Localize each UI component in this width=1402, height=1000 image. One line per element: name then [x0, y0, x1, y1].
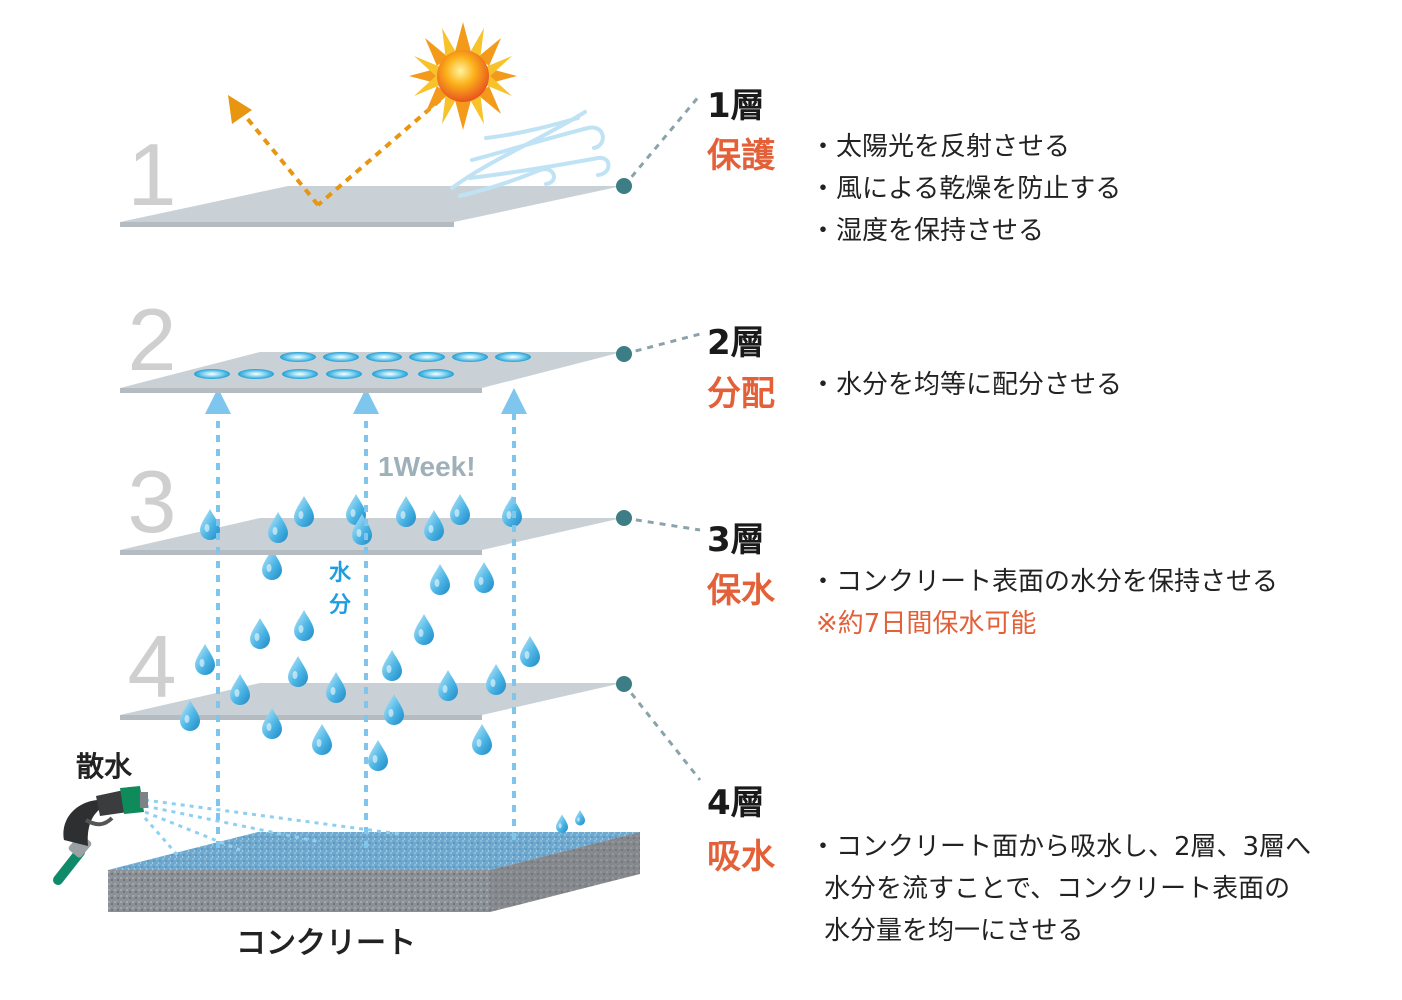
hose-nozzle-icon — [53, 786, 148, 885]
week-label: 1Week! — [378, 451, 476, 482]
spray-lines — [143, 798, 401, 859]
moisture-label: 分 — [329, 593, 351, 618]
splash-icon — [556, 810, 585, 833]
arrow-head-icon — [205, 388, 527, 414]
bullet-item: 水分を流すことで、コンクリート表面の — [824, 874, 1291, 904]
moisture-flow-arrows — [216, 410, 516, 848]
leader-dot — [616, 178, 632, 692]
moisture-label: 水 — [329, 561, 352, 586]
bullet-item: ・コンクリート表面の水分を保持させる — [810, 567, 1279, 597]
layer-3-title: 3層 — [707, 520, 765, 560]
leader-lines — [622, 94, 702, 781]
concrete-label: コンクリート — [236, 926, 416, 961]
layer-numeral: 2 — [128, 290, 177, 389]
layer-3-bullets: ・コンクリート表面の水分を保持させる ※約7日間保水可能 — [810, 561, 1278, 645]
layer-2-role: 分配 — [707, 374, 775, 414]
layer-2-plate — [120, 352, 622, 388]
layer-1-bullets: ・太陽光を反射させる ・風による乾燥を防止する ・湿度を保持させる — [810, 126, 1121, 252]
layer-4-bullets: ・コンクリート面から吸水し、2層、3層へ 水分を流すことで、コンクリート表面の … — [810, 826, 1311, 952]
bullet-item: ・風による乾燥を防止する — [810, 174, 1122, 204]
arrow-head-icon — [228, 95, 252, 124]
distribution-holes — [194, 352, 531, 379]
layer-4-role: 吸水 — [707, 837, 775, 877]
layer-2-title: 2層 — [707, 323, 765, 363]
layer-numeral: 4 — [128, 617, 177, 716]
spray-label: 散水 — [76, 750, 133, 783]
bullet-item: ・コンクリート面から吸水し、2層、3層へ — [810, 832, 1312, 862]
bullet-note: ※約7日間保水可能 — [816, 609, 1037, 639]
layer-1-title: 1層 — [707, 86, 765, 126]
layer-numeral: 3 — [128, 452, 177, 551]
sunlight-reflection-arrow — [240, 98, 442, 207]
water-drop-icon — [250, 549, 494, 649]
layer-2-bullets: ・水分を均等に配分させる — [810, 364, 1122, 406]
layer-3-role: 保水 — [707, 571, 775, 611]
bullet-item: 水分量を均一にさせる — [824, 916, 1084, 946]
sun-icon — [409, 22, 517, 130]
bullet-item: ・湿度を保持させる — [810, 216, 1045, 246]
layer-numeral: 1 — [128, 125, 177, 224]
wind-icon — [450, 110, 611, 198]
layer-4-title: 4層 — [707, 783, 765, 823]
bullet-item: ・水分を均等に配分させる — [810, 370, 1123, 400]
layer-1-role: 保護 — [707, 136, 775, 176]
layer-1-plate — [120, 186, 622, 222]
concrete-block — [108, 832, 640, 912]
bullet-item: ・太陽光を反射させる — [810, 132, 1071, 162]
